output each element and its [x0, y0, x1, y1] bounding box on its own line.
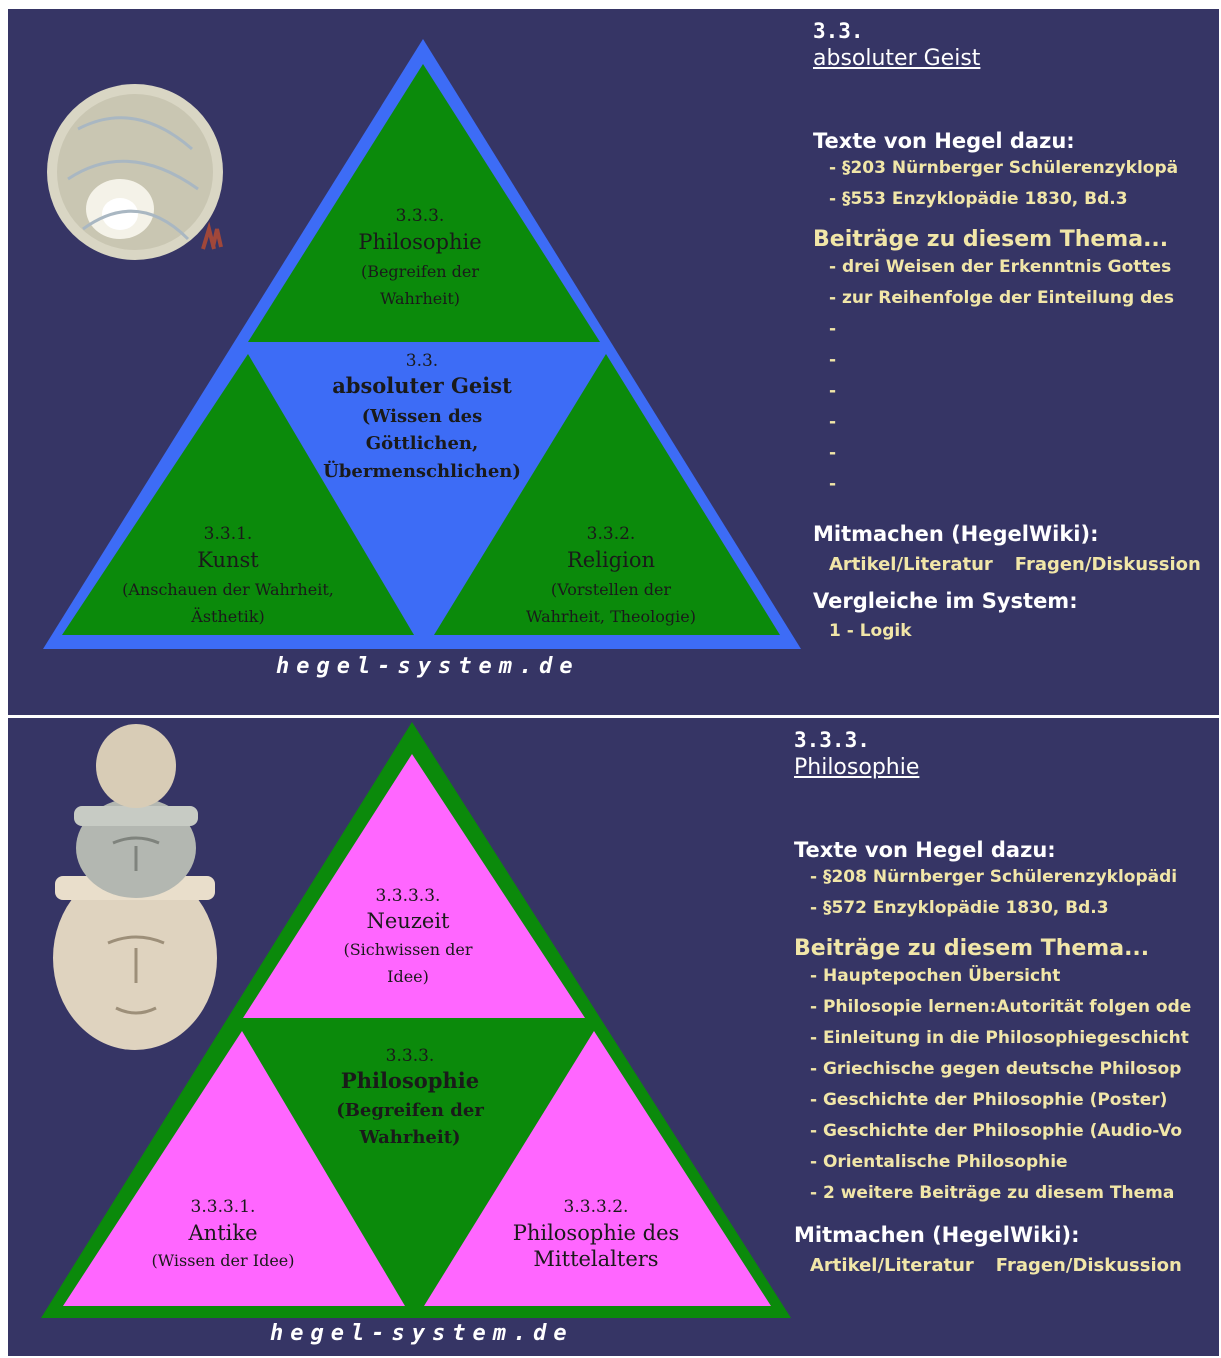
compare-list: 1 - Logik: [813, 616, 1219, 647]
section-number: 3.3.3.: [794, 728, 870, 752]
right-sub1: (Vorstellen der: [551, 580, 672, 599]
text-link[interactable]: - §572 Enzyklopädie 1830, Bd.3: [810, 898, 1109, 918]
text-link[interactable]: - §203 Nürnberger Schülerenzyklopä: [829, 158, 1179, 178]
center-number: 3.3.: [406, 351, 438, 371]
panel-absoluter-geist: 3.3.3. Philosophie (Begreifen der Wahrhe…: [8, 9, 1219, 715]
top-sub2: Wahrheit): [380, 289, 460, 308]
contrib-link[interactable]: - Griechische gegen deutsche Philosop: [810, 1059, 1182, 1079]
right-number: 3.3.2.: [587, 524, 636, 544]
text-link[interactable]: - §553 Enzyklopädie 1830, Bd.3: [829, 189, 1128, 209]
panel-philosophie: 3.3.3.3. Neuzeit (Sichwissen der Idee) 3…: [8, 718, 1219, 1356]
top-number: 3.3.3.: [396, 206, 445, 226]
right-triangle[interactable]: [424, 1031, 771, 1306]
top-title: Philosophie: [358, 230, 481, 254]
contrib-link[interactable]: -: [829, 412, 837, 432]
contrib-list: - drei Weisen der Erkenntnis Gottes - zu…: [813, 252, 1219, 500]
section-title-link[interactable]: Philosophie: [794, 755, 920, 780]
left-sub2: Ästhetik): [190, 606, 264, 626]
compare-heading: Vergleiche im System:: [813, 589, 1078, 613]
text-link[interactable]: - §208 Nürnberger Schülerenzyklopädi: [810, 867, 1178, 887]
top-triangle[interactable]: [248, 64, 600, 342]
wiki-article-link[interactable]: Artikel/Literatur: [829, 554, 993, 575]
contrib-list: - Hauptepochen Übersicht - Philosopie le…: [794, 961, 1219, 1209]
contrib-link[interactable]: - Geschichte der Philosophie (Audio-Vo: [810, 1121, 1183, 1141]
globe-image: [47, 84, 223, 260]
left-sub1: (Anschauen der Wahrheit,: [122, 580, 334, 599]
right-title: Religion: [567, 548, 655, 572]
contrib-link[interactable]: - Philosopie lernen:Autorität folgen ode: [810, 997, 1192, 1017]
top-title: Neuzeit: [367, 909, 451, 933]
top-sub2: Idee): [387, 967, 429, 986]
center-sub2: Göttlichen,: [366, 433, 479, 454]
wiki-discussion-link[interactable]: Fragen/Diskussion: [995, 1255, 1182, 1276]
contrib-heading: Beiträge zu diesem Thema...: [813, 227, 1169, 252]
section-title-link[interactable]: absoluter Geist: [813, 46, 981, 71]
center-sub2: Wahrheit): [358, 1127, 460, 1148]
contrib-link[interactable]: -: [829, 443, 837, 463]
wiki-links: Artikel/Literatur Fragen/Diskussion: [794, 1255, 1219, 1276]
right-title: Philosophie des: [513, 1221, 680, 1245]
contrib-link[interactable]: - 2 weitere Beiträge zu diesem Thema: [810, 1183, 1175, 1203]
contrib-link[interactable]: - drei Weisen der Erkenntnis Gottes: [829, 257, 1172, 277]
texts-list: - §208 Nürnberger Schülerenzyklopädi - §…: [794, 862, 1219, 924]
contrib-link[interactable]: - Einleitung in die Philosophiegeschicht: [810, 1028, 1189, 1048]
side-info: 3.3.3. Philosophie Texte von Hegel dazu:…: [794, 728, 1219, 1276]
contrib-link[interactable]: - Hauptepochen Übersicht: [810, 966, 1061, 986]
triangle-diagram: 3.3.3.3. Neuzeit (Sichwissen der Idee) 3…: [41, 722, 791, 1318]
wiki-heading: Mitmachen (HegelWiki):: [794, 1223, 1080, 1247]
center-sub1: (Wissen des: [362, 406, 483, 427]
section-number: 3.3.: [813, 19, 864, 43]
top-sub1: (Begreifen der: [361, 262, 479, 281]
left-triangle[interactable]: [62, 354, 414, 635]
contrib-link[interactable]: - Orientalische Philosophie: [810, 1152, 1068, 1172]
right-sub1: Mittelalters: [533, 1247, 658, 1271]
top-triangle[interactable]: [243, 754, 585, 1018]
contrib-heading: Beiträge zu diesem Thema...: [794, 936, 1150, 961]
center-title: absoluter Geist: [332, 373, 512, 398]
contrib-link[interactable]: - Geschichte der Philosophie (Poster): [810, 1090, 1168, 1110]
right-sub2: Wahrheit, Theologie): [526, 607, 696, 626]
side-info: 3.3. absoluter Geist Texte von Hegel daz…: [813, 19, 1219, 647]
texts-list: - §203 Nürnberger Schülerenzyklopä - §55…: [813, 153, 1219, 215]
triangle-diagram: 3.3.3. Philosophie (Begreifen der Wahrhe…: [43, 39, 801, 649]
top-sub1: (Sichwissen der: [343, 940, 472, 959]
center-sub3: Übermenschlichen): [323, 459, 521, 482]
center-sub1: (Begreifen der: [336, 1100, 484, 1121]
right-number: 3.3.3.2.: [564, 1197, 629, 1217]
wiki-heading: Mitmachen (HegelWiki):: [813, 522, 1099, 546]
top-number: 3.3.3.3.: [376, 886, 441, 906]
contrib-link[interactable]: -: [829, 350, 837, 370]
busts-image: [53, 724, 217, 1050]
brand-watermark: hegel-system.de: [276, 654, 580, 679]
left-title: Antike: [188, 1221, 258, 1245]
contrib-link[interactable]: -: [829, 381, 837, 401]
left-title: Kunst: [197, 548, 259, 572]
right-triangle[interactable]: [434, 354, 780, 635]
contrib-link[interactable]: -: [829, 319, 837, 339]
center-title: Philosophie: [341, 1068, 479, 1093]
center-number: 3.3.3.: [386, 1046, 435, 1066]
wiki-discussion-link[interactable]: Fragen/Diskussion: [1014, 554, 1201, 575]
contrib-link[interactable]: - zur Reihenfolge der Einteilung des: [829, 288, 1174, 308]
texts-heading: Texte von Hegel dazu:: [794, 838, 1056, 862]
compare-link[interactable]: 1 - Logik: [829, 621, 912, 641]
left-number: 3.3.3.1.: [191, 1197, 256, 1217]
left-number: 3.3.1.: [204, 524, 253, 544]
wiki-article-link[interactable]: Artikel/Literatur: [810, 1255, 974, 1276]
wiki-links: Artikel/Literatur Fragen/Diskussion: [813, 554, 1219, 575]
contrib-link[interactable]: -: [829, 474, 837, 494]
left-triangle[interactable]: [63, 1031, 405, 1306]
texts-heading: Texte von Hegel dazu:: [813, 129, 1075, 153]
left-sub1: (Wissen der Idee): [152, 1251, 295, 1270]
brand-watermark: hegel-system.de: [270, 1321, 574, 1346]
